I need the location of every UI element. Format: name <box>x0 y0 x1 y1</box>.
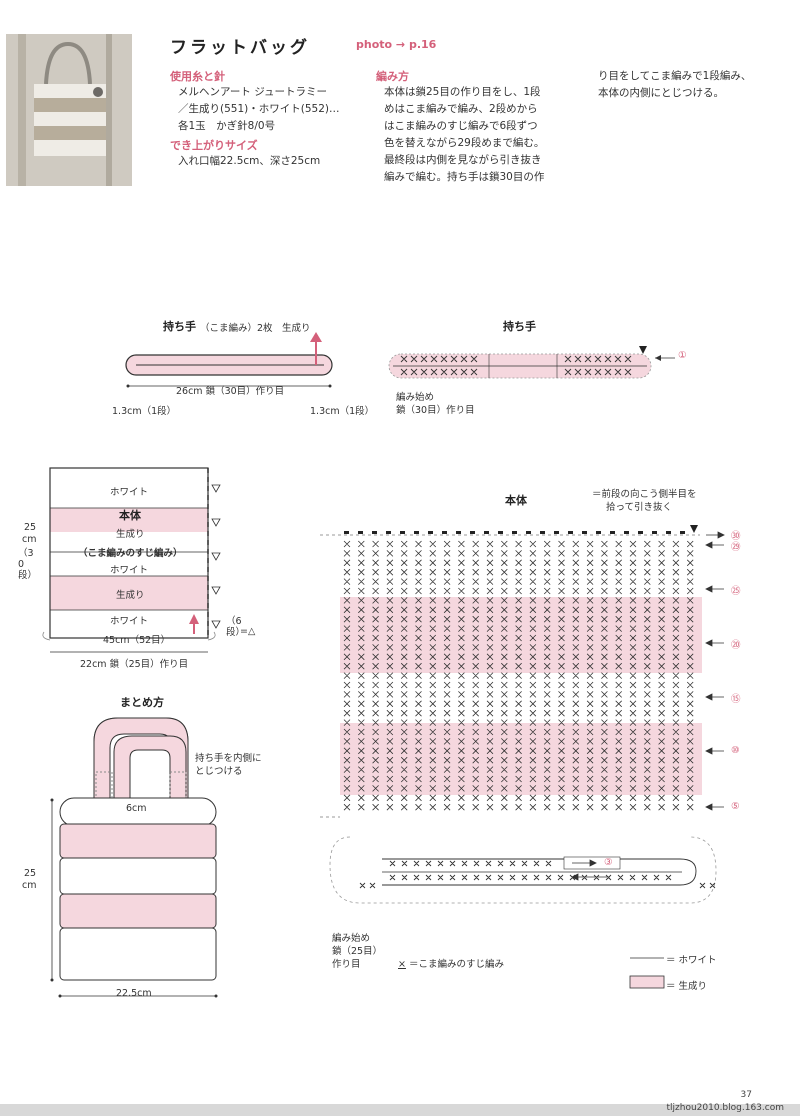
color-legend-swatches <box>629 957 665 989</box>
instructions-line: 最終段は内側を見ながら引き抜き <box>384 154 542 166</box>
assembly-diagram <box>50 717 218 998</box>
legend-white: ＝ ホワイト <box>666 955 717 966</box>
handle-chart-stitches <box>400 355 632 376</box>
legend-top-line: 拾って引き抜く <box>606 502 673 513</box>
body-chart-foundation-stitches <box>359 860 716 889</box>
start-note-line: 作り目 <box>332 959 361 970</box>
page-number: 37 <box>740 1090 752 1100</box>
body-height-unit: cm <box>22 534 37 545</box>
body-rows-label: （30段） <box>18 548 38 581</box>
body-chart-title: 本体 <box>505 494 527 507</box>
materials-line: 各1玉 かぎ針8/0号 <box>178 120 276 132</box>
instructions-line: り目をしてこま編みで1段編み、 <box>598 70 752 82</box>
body-chart <box>320 525 725 904</box>
legend-ecru: ＝ 生成り <box>666 981 708 992</box>
body-diagram <box>42 467 221 653</box>
bag-photo-illustration <box>6 34 132 186</box>
handle-length-label: 26cm 鎖（30目）作り目 <box>176 386 285 397</box>
handle-end-left-label: 1.3cm（1段） <box>112 406 177 417</box>
body-band-white-1: ホワイト <box>110 487 149 498</box>
materials-heading: 使用糸と針 <box>170 70 225 83</box>
x-stitch-legend-text: ＝こま編みのすじ編み <box>409 959 505 970</box>
body-six-rows-label: （6段） <box>226 616 246 638</box>
handle-end-right-label: 1.3cm（1段） <box>310 406 375 417</box>
page-title: フラットバッグ <box>170 38 310 58</box>
assembly-note-line: 持ち手を内側に <box>195 753 262 764</box>
materials-line: メルヘンアート ジュートラミー <box>178 86 327 98</box>
body-chart-row-arrows <box>705 531 725 811</box>
row-label-30: ㉚ <box>731 531 741 542</box>
start-note-line: 鎖（30目）作り目 <box>396 405 475 416</box>
x-stitch-legend: × ＝こま編みのすじ編み <box>398 956 504 970</box>
row-label-25: ㉕ <box>731 586 741 597</box>
instructions-line: 編みで編む。持ち手は鎖30目の作 <box>384 171 545 183</box>
handle-diagram <box>125 332 333 388</box>
legend-top-line: ＝前段の向こう側半目を <box>592 489 697 500</box>
row-label-20: ⑳ <box>731 640 741 651</box>
photo-reference: photo → p.16 <box>356 38 437 51</box>
stitch-marks <box>343 540 694 811</box>
row-label-29: ㉙ <box>731 542 741 553</box>
x-stitch-symbol: × <box>398 959 406 970</box>
watermark: tljzhou2010.blog.163.com <box>666 1103 785 1113</box>
row-label-3: ③ <box>604 857 613 868</box>
body-chart-start-note: 編み始め 鎖（25目） 作り目 <box>332 932 382 971</box>
body-circumference-label: 45cm（52目） <box>103 635 171 646</box>
finished-size-heading: でき上がりサイズ <box>170 139 258 152</box>
row-label-5: ⑤ <box>731 801 740 812</box>
row-label-15: ⑮ <box>731 694 741 705</box>
materials-text: メルヘンアート ジュートラミー ／生成り(551)・ホワイト(552)… 各1玉… <box>178 84 339 135</box>
instructions-heading: 編み方 <box>376 70 409 83</box>
start-note-line: 編み始め <box>332 933 371 944</box>
body-chart-stitch-grid <box>343 540 694 811</box>
instructions-line: めはこま編みで編み、2段めから <box>384 103 538 115</box>
handle-chart-title: 持ち手 <box>503 320 536 333</box>
row-label-10: ⑩ <box>731 745 740 756</box>
assembly-note-line: とじつける <box>195 766 243 777</box>
instructions-line: 本体は鎖25目の作り目をし、1段 <box>384 86 541 98</box>
instructions-text-cont: り目をしてこま編みで1段編み、 本体の内側にとじつける。 <box>598 68 751 102</box>
finished-size-text: 入れ口幅22.5cm、深さ25cm <box>178 155 321 167</box>
assembly-width-label: 22.5cm <box>116 988 152 999</box>
body-triangle-note: =△ <box>240 626 256 637</box>
bag-photo <box>6 34 132 186</box>
handle-chart-start-note: 編み始め 鎖（30目）作り目 <box>396 391 475 417</box>
instructions-line: はこま編みのすじ編みで6段ずつ <box>384 120 538 132</box>
handle-chart-row-marker: ① <box>678 350 687 361</box>
body-diagram-subtitle: （こま編みのすじ編み） <box>78 548 183 559</box>
materials-line: ／生成り(551)・ホワイト(552)… <box>178 103 340 115</box>
body-chain-label: 22cm 鎖（25目）作り目 <box>80 659 189 670</box>
body-band-white-3: ホワイト <box>110 616 149 627</box>
start-note-line: 鎖（25目） <box>332 946 383 957</box>
body-band-ecru-1: 生成り <box>116 529 145 540</box>
instructions-text: 本体は鎖25目の作り目をし、1段 めはこま編みで編み、2段めから はこま編みのす… <box>384 84 544 186</box>
body-height-label: 25 <box>24 522 37 533</box>
instructions-line: 色を替えながら29段めまで編む。 <box>384 137 545 149</box>
assembly-height-unit: cm <box>22 880 37 891</box>
body-band-ecru-2: 生成り <box>116 590 145 601</box>
assembly-handle-gap-label: 6cm <box>126 803 147 814</box>
body-chart-slip-row <box>344 531 685 534</box>
handle-diagram-title: 持ち手 <box>163 320 196 333</box>
start-note-line: 編み始め <box>396 392 435 403</box>
footer-bar <box>0 1104 800 1116</box>
body-diagram-title: 本体 <box>119 509 141 522</box>
assembly-note: 持ち手を内側に とじつける <box>195 752 262 778</box>
handle-diagram-note: （こま編み）2枚 生成り <box>200 323 311 334</box>
assembly-height-label: 25 <box>24 868 37 879</box>
handle-chart <box>388 346 675 379</box>
body-band-white-2: ホワイト <box>110 565 149 576</box>
body-chart-legend-top: ＝前段の向こう側半目を 拾って引き抜く <box>592 488 697 514</box>
instructions-line: 本体の内側にとじつける。 <box>598 87 724 99</box>
assembly-title: まとめ方 <box>120 696 164 709</box>
